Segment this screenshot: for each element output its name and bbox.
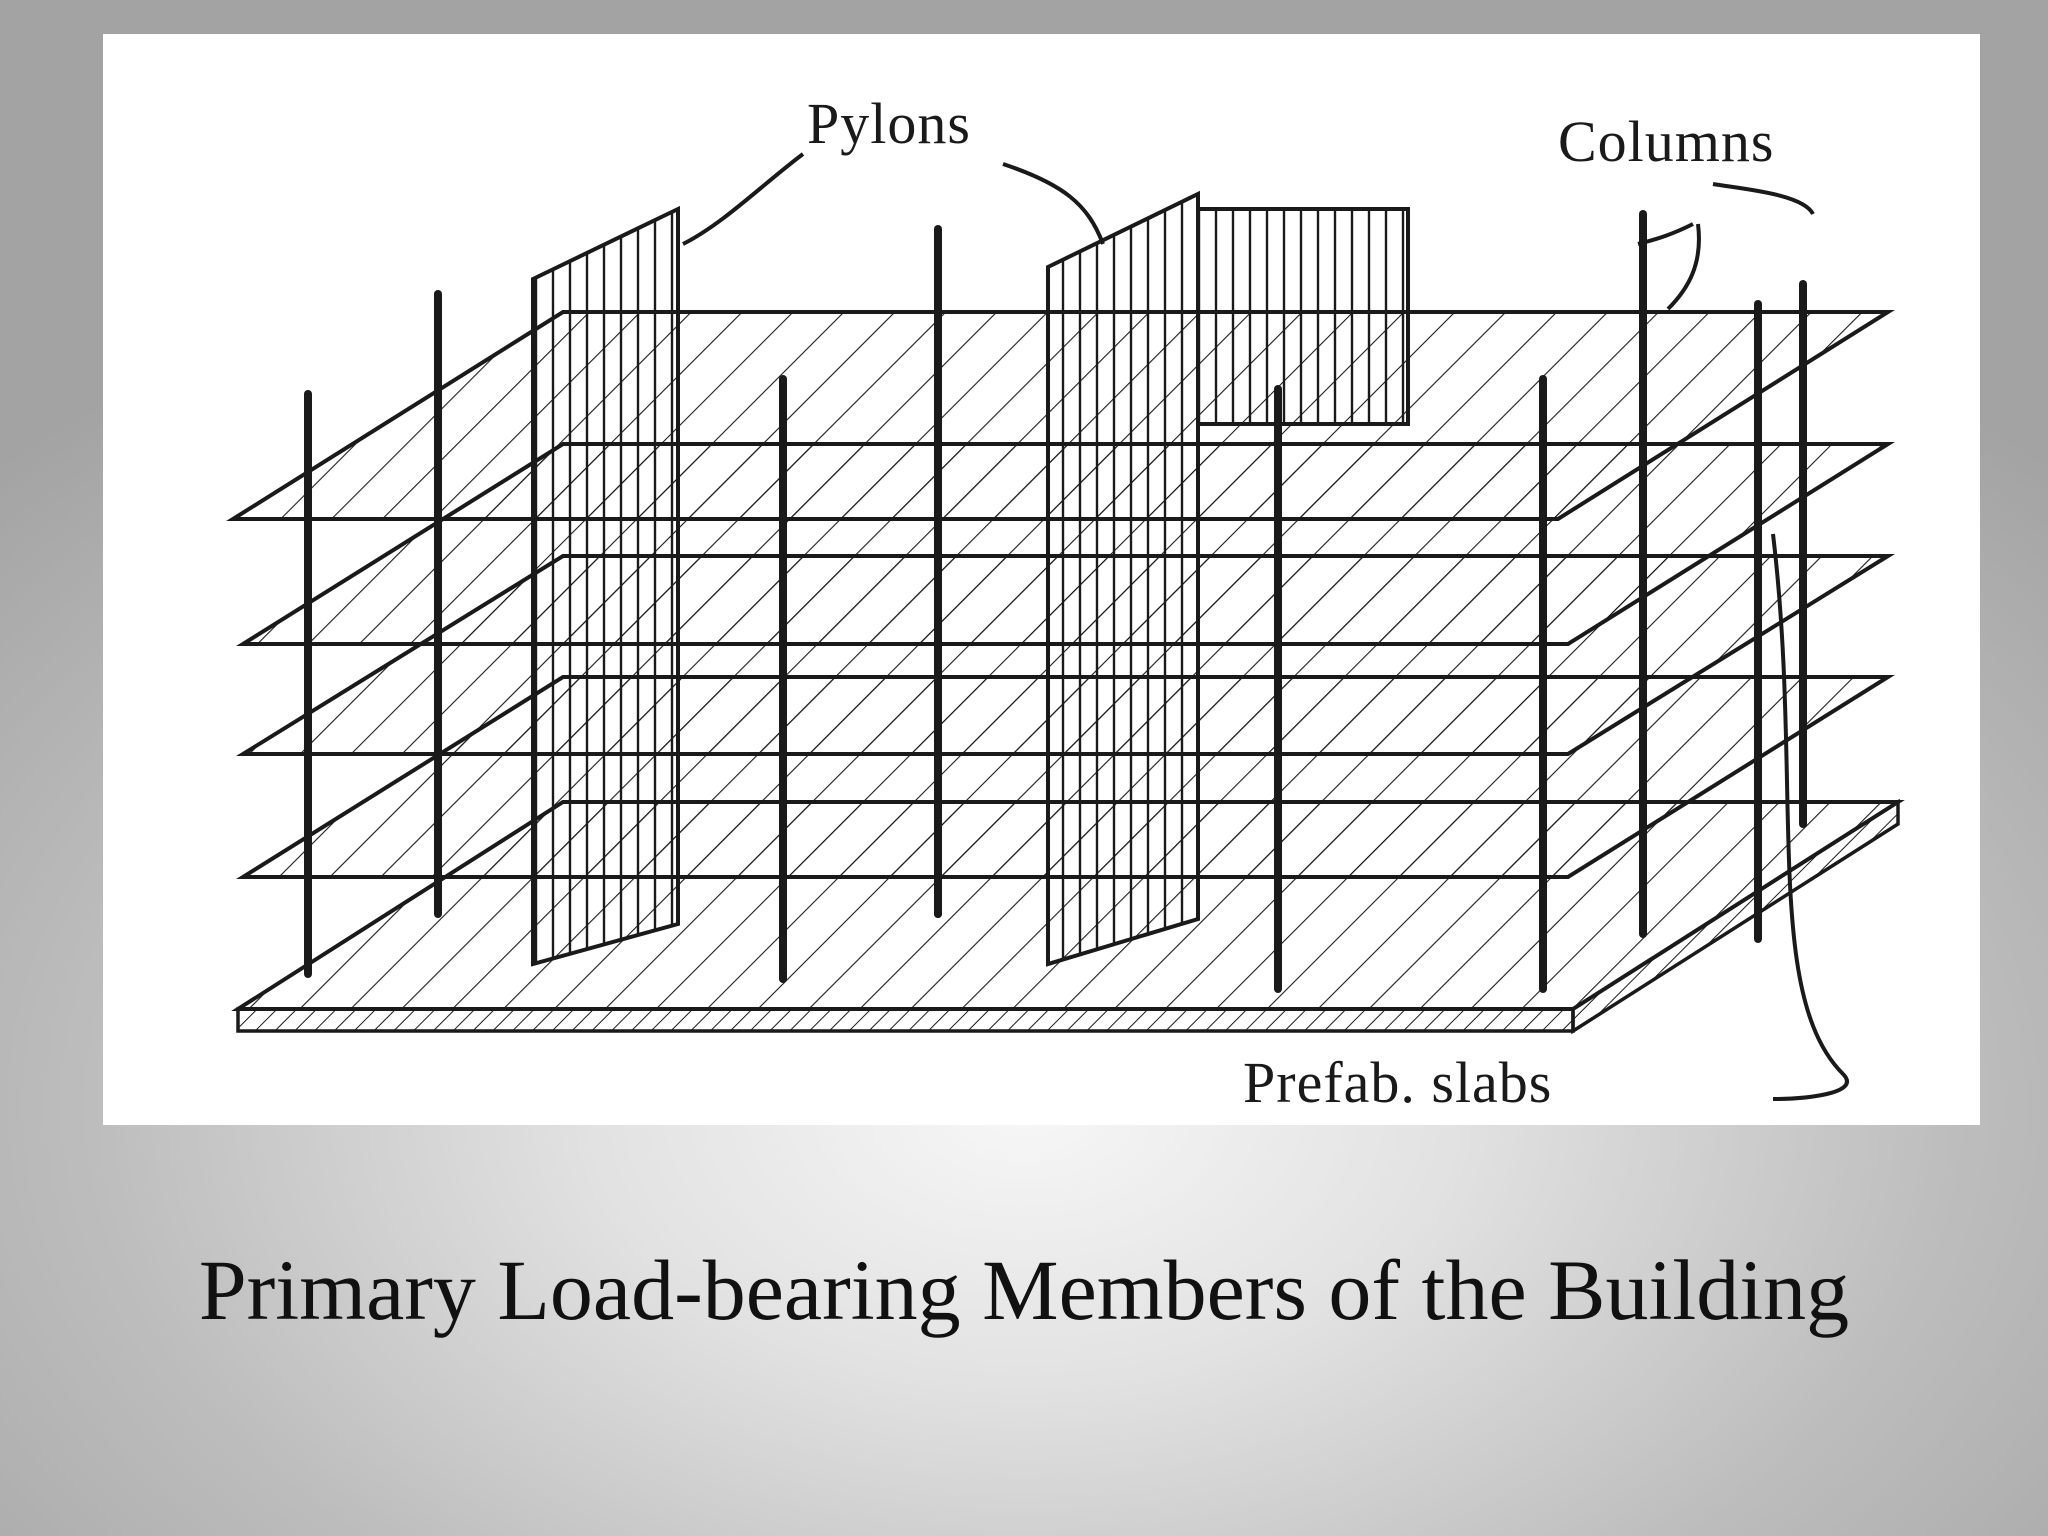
prefab-slabs-leader (1771, 533, 1849, 1101)
prefab-slabs-label: Prefab. slabs (1243, 1050, 1553, 1115)
pylon (531, 205, 680, 967)
pylons-leader (1002, 162, 1105, 245)
slide-caption: Primary Load-bearing Members of the Buil… (198, 1242, 1850, 1338)
pylon (1196, 207, 1410, 426)
pylon (1046, 190, 1200, 967)
columns-label: Columns (1558, 109, 1775, 174)
diagram-panel: Pylons Columns Prefab. slabs (103, 34, 1980, 1125)
pylons-label: Pylons (807, 91, 971, 156)
columns-leader (1666, 223, 1701, 311)
columns-leader (1637, 222, 1694, 246)
pylons-leader (682, 152, 805, 246)
slab-edge (236, 1007, 1575, 1033)
building-frame-diagram (226, 152, 1905, 1101)
columns-leader (1712, 182, 1815, 216)
